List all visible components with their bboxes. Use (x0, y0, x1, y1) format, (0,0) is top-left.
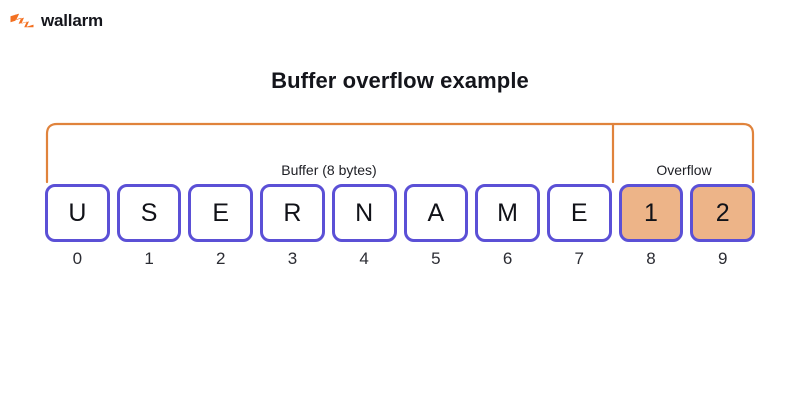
memory-cell-6: M 6 (475, 184, 540, 267)
cell-box[interactable]: R (260, 184, 325, 242)
cell-index: 0 (72, 249, 83, 268)
buffer-overflow-diagram: Buffer (8 bytes) Overflow U 0 S 1 E 2 R … (45, 122, 756, 268)
cell-index: 8 (646, 249, 656, 268)
cell-box[interactable]: 2 (690, 184, 756, 242)
brand-name: wallarm (41, 10, 103, 30)
cell-box[interactable]: A (403, 184, 469, 242)
cell-index: 7 (574, 249, 584, 268)
buffer-group-label: Buffer (8 bytes) (281, 162, 377, 178)
page-title: Buffer overflow example (271, 68, 529, 93)
cell-index: 3 (287, 249, 298, 268)
cell-index: 1 (144, 249, 154, 268)
cell-box[interactable]: M (475, 184, 540, 242)
cell-index: 6 (502, 249, 513, 268)
memory-cells-row: U 0 S 1 E 2 R 3 N 4 A 5 M 6 E 7 (45, 184, 756, 268)
memory-cell-9: 2 9 (690, 184, 756, 268)
memory-cell-1: S 1 (116, 184, 182, 268)
memory-cell-2: E 2 (188, 184, 254, 268)
brand-logo[interactable]: wallarm (10, 8, 103, 32)
memory-cell-7: E 7 (546, 184, 612, 268)
memory-cell-3: R 3 (260, 184, 325, 267)
overflow-group-label: Overflow (656, 162, 712, 178)
memory-cell-8: 1 8 (618, 184, 684, 268)
cell-box[interactable]: N (331, 184, 397, 242)
cell-index: 5 (431, 249, 441, 268)
cell-box[interactable]: S (116, 184, 182, 242)
group-brackets: Buffer (8 bytes) Overflow (45, 122, 755, 184)
memory-cell-5: A 5 (403, 184, 469, 268)
cell-box[interactable]: U (45, 184, 110, 242)
memory-cell-4: N 4 (331, 184, 397, 268)
bracket-outline-icon (45, 122, 755, 184)
cell-index: 2 (216, 249, 226, 268)
cell-box[interactable]: E (188, 184, 254, 242)
cell-index: 4 (359, 249, 369, 268)
wallarm-lightning-icon (10, 13, 34, 27)
cell-index: 9 (717, 249, 728, 268)
memory-cell-0: U 0 (45, 184, 110, 267)
cell-box[interactable]: 1 (618, 184, 684, 242)
cell-box[interactable]: E (546, 184, 612, 242)
